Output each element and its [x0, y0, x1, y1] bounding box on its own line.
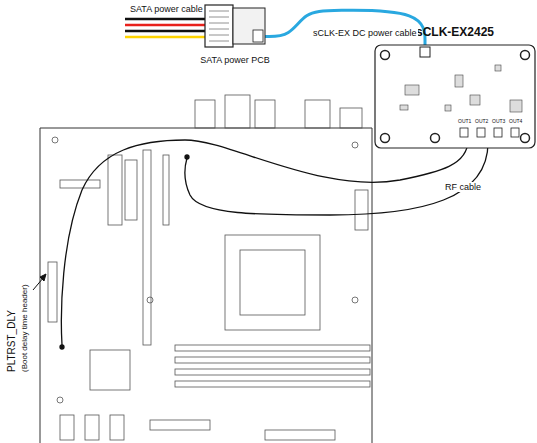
cable-end — [185, 155, 189, 159]
rf-cable — [185, 140, 488, 215]
wire — [125, 18, 208, 20]
mount-hole — [521, 51, 530, 60]
edge-label: sCLK-EX DC power cable — [312, 28, 418, 38]
header — [60, 180, 100, 188]
sata-plug — [205, 5, 233, 47]
port-name: OUT4 — [509, 119, 522, 125]
plug-ridge — [209, 23, 229, 24]
m2-slot — [108, 155, 122, 225]
cpu-socket — [240, 250, 305, 315]
component — [455, 75, 463, 87]
rf-connector — [511, 128, 519, 137]
io-port — [255, 100, 275, 128]
plug-ridge — [209, 35, 229, 36]
rf-connector — [460, 128, 468, 137]
cable-end — [60, 345, 64, 349]
pltrst-header — [48, 262, 57, 322]
screw-hole — [352, 142, 358, 148]
component — [400, 105, 408, 110]
sata-wires — [125, 19, 208, 37]
pltrst-leader — [33, 274, 46, 290]
wire — [125, 30, 208, 32]
header-name: PLTRST_DLY — [6, 310, 18, 372]
atx-connector — [355, 190, 368, 230]
cpu-socket — [225, 235, 320, 330]
screw-hole — [52, 137, 58, 143]
port-name: OUT3 — [492, 119, 505, 125]
component — [510, 100, 522, 112]
node-title: SATA power PCB — [200, 55, 270, 65]
dc-jack — [253, 30, 263, 42]
dc-jack — [420, 47, 430, 57]
sata-power-pcb: SATA power PCB — [205, 5, 265, 47]
mount-hole — [431, 134, 440, 143]
screw-hole — [147, 297, 153, 303]
rf-cable — [61, 140, 468, 345]
rf-connector — [477, 128, 485, 137]
port-name: OUT1 — [458, 119, 471, 125]
chipset — [90, 350, 130, 390]
mount-hole — [381, 134, 390, 143]
motherboard — [40, 95, 372, 443]
pcie-slot — [163, 155, 169, 225]
sata-port — [110, 415, 124, 440]
shape — [205, 5, 265, 47]
m2-slot — [125, 160, 137, 220]
header — [265, 430, 335, 440]
io-port — [225, 95, 250, 128]
plug-ridge — [209, 17, 229, 18]
dimm-slot — [175, 369, 370, 375]
header-description: (Boot delay time header) — [20, 284, 29, 372]
plug-ridge — [209, 11, 229, 12]
cable-label: RF cable — [443, 182, 483, 192]
screw-hole — [57, 397, 63, 403]
pcb-drawing — [205, 5, 265, 47]
arrowhead — [40, 274, 46, 281]
cable-label: SATA power cable — [130, 4, 203, 14]
power-cable — [265, 10, 425, 45]
dimm-slot — [175, 381, 370, 387]
board-drawing — [375, 45, 535, 148]
io-port — [340, 108, 362, 128]
shape — [375, 45, 535, 148]
sata-port — [60, 415, 74, 440]
component — [470, 95, 480, 105]
pcie-slot — [143, 150, 151, 345]
plug-ridge — [209, 41, 229, 42]
header — [150, 420, 210, 430]
component — [445, 105, 451, 111]
rf-connector — [494, 128, 502, 137]
io-port — [305, 100, 330, 128]
clock-board: sCLK-EX2425 — [375, 45, 535, 148]
dimm-slot — [175, 357, 370, 363]
mount-hole — [381, 51, 390, 60]
wire — [125, 24, 208, 26]
plug-ridge — [209, 29, 229, 30]
wire — [125, 36, 208, 38]
pcb — [233, 8, 265, 44]
component — [495, 65, 501, 71]
io-port — [195, 100, 215, 128]
dimm-slot — [175, 345, 370, 351]
screw-hole — [352, 297, 358, 303]
sata-port — [85, 415, 99, 440]
component — [405, 85, 419, 95]
port-name: OUT2 — [475, 119, 488, 125]
node-title: sCLK-EX2425 — [416, 26, 494, 40]
board-outline — [375, 45, 535, 148]
rf-cables — [60, 140, 488, 349]
mount-hole — [521, 134, 530, 143]
